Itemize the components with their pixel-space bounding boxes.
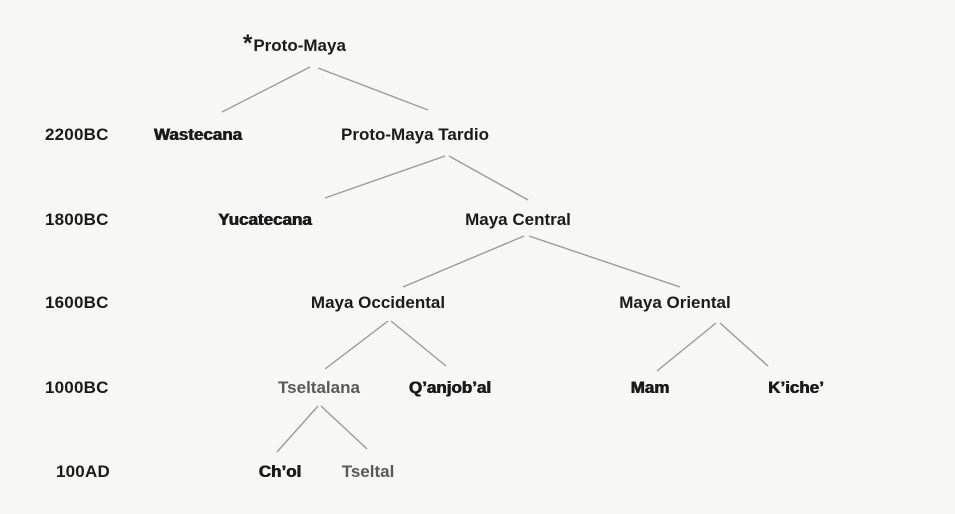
edge-tseltalana-chol	[276, 405, 319, 453]
node-maya-occidental: Maya Occidental	[310, 293, 446, 312]
year-2200bc: 2200BC	[45, 125, 109, 144]
edge-tardio-mayacentral	[448, 155, 529, 201]
edge-tardio-yucatecana	[324, 155, 446, 199]
node-proto-maya-tardio: Proto-Maya Tardio	[341, 125, 489, 144]
node-chol: Ch’ol	[258, 462, 302, 481]
node-maya-central: Maya Central	[465, 210, 571, 229]
node-tseltalana: Tseltalana	[278, 378, 360, 397]
node-tseltal: Tseltal	[341, 462, 395, 481]
edge-oriental-mam	[656, 322, 717, 372]
edge-occidental-qanjobal	[390, 320, 447, 367]
node-yucatecana: Yucatecana	[218, 210, 312, 229]
edge-protomaya-wastecana	[221, 66, 311, 113]
node-proto-maya: *Proto-Maya	[243, 30, 346, 64]
edge-central-occidental	[402, 235, 525, 288]
edge-occidental-tseltalana	[324, 320, 389, 370]
node-wastecana: Wastecana	[153, 125, 243, 144]
year-1600bc: 1600BC	[45, 293, 109, 312]
year-100ad: 100AD	[56, 462, 110, 481]
edge-oriental-kiche	[719, 322, 769, 367]
edge-tseltalana-tseltal	[320, 405, 368, 450]
year-1000bc: 1000BC	[45, 378, 109, 397]
edge-protomaya-tardio	[317, 67, 429, 111]
node-kiche: K’iche’	[768, 378, 824, 397]
node-maya-oriental: Maya Oriental	[619, 293, 731, 312]
reconstructed-form-asterisk: *	[243, 30, 253, 57]
year-1800bc: 1800BC	[45, 210, 109, 229]
node-mam: Mam	[630, 378, 670, 397]
node-proto-maya-label: Proto-Maya	[253, 36, 346, 55]
node-qanjobal: Q’anjob’al	[408, 378, 492, 397]
edge-central-oriental	[528, 235, 681, 288]
